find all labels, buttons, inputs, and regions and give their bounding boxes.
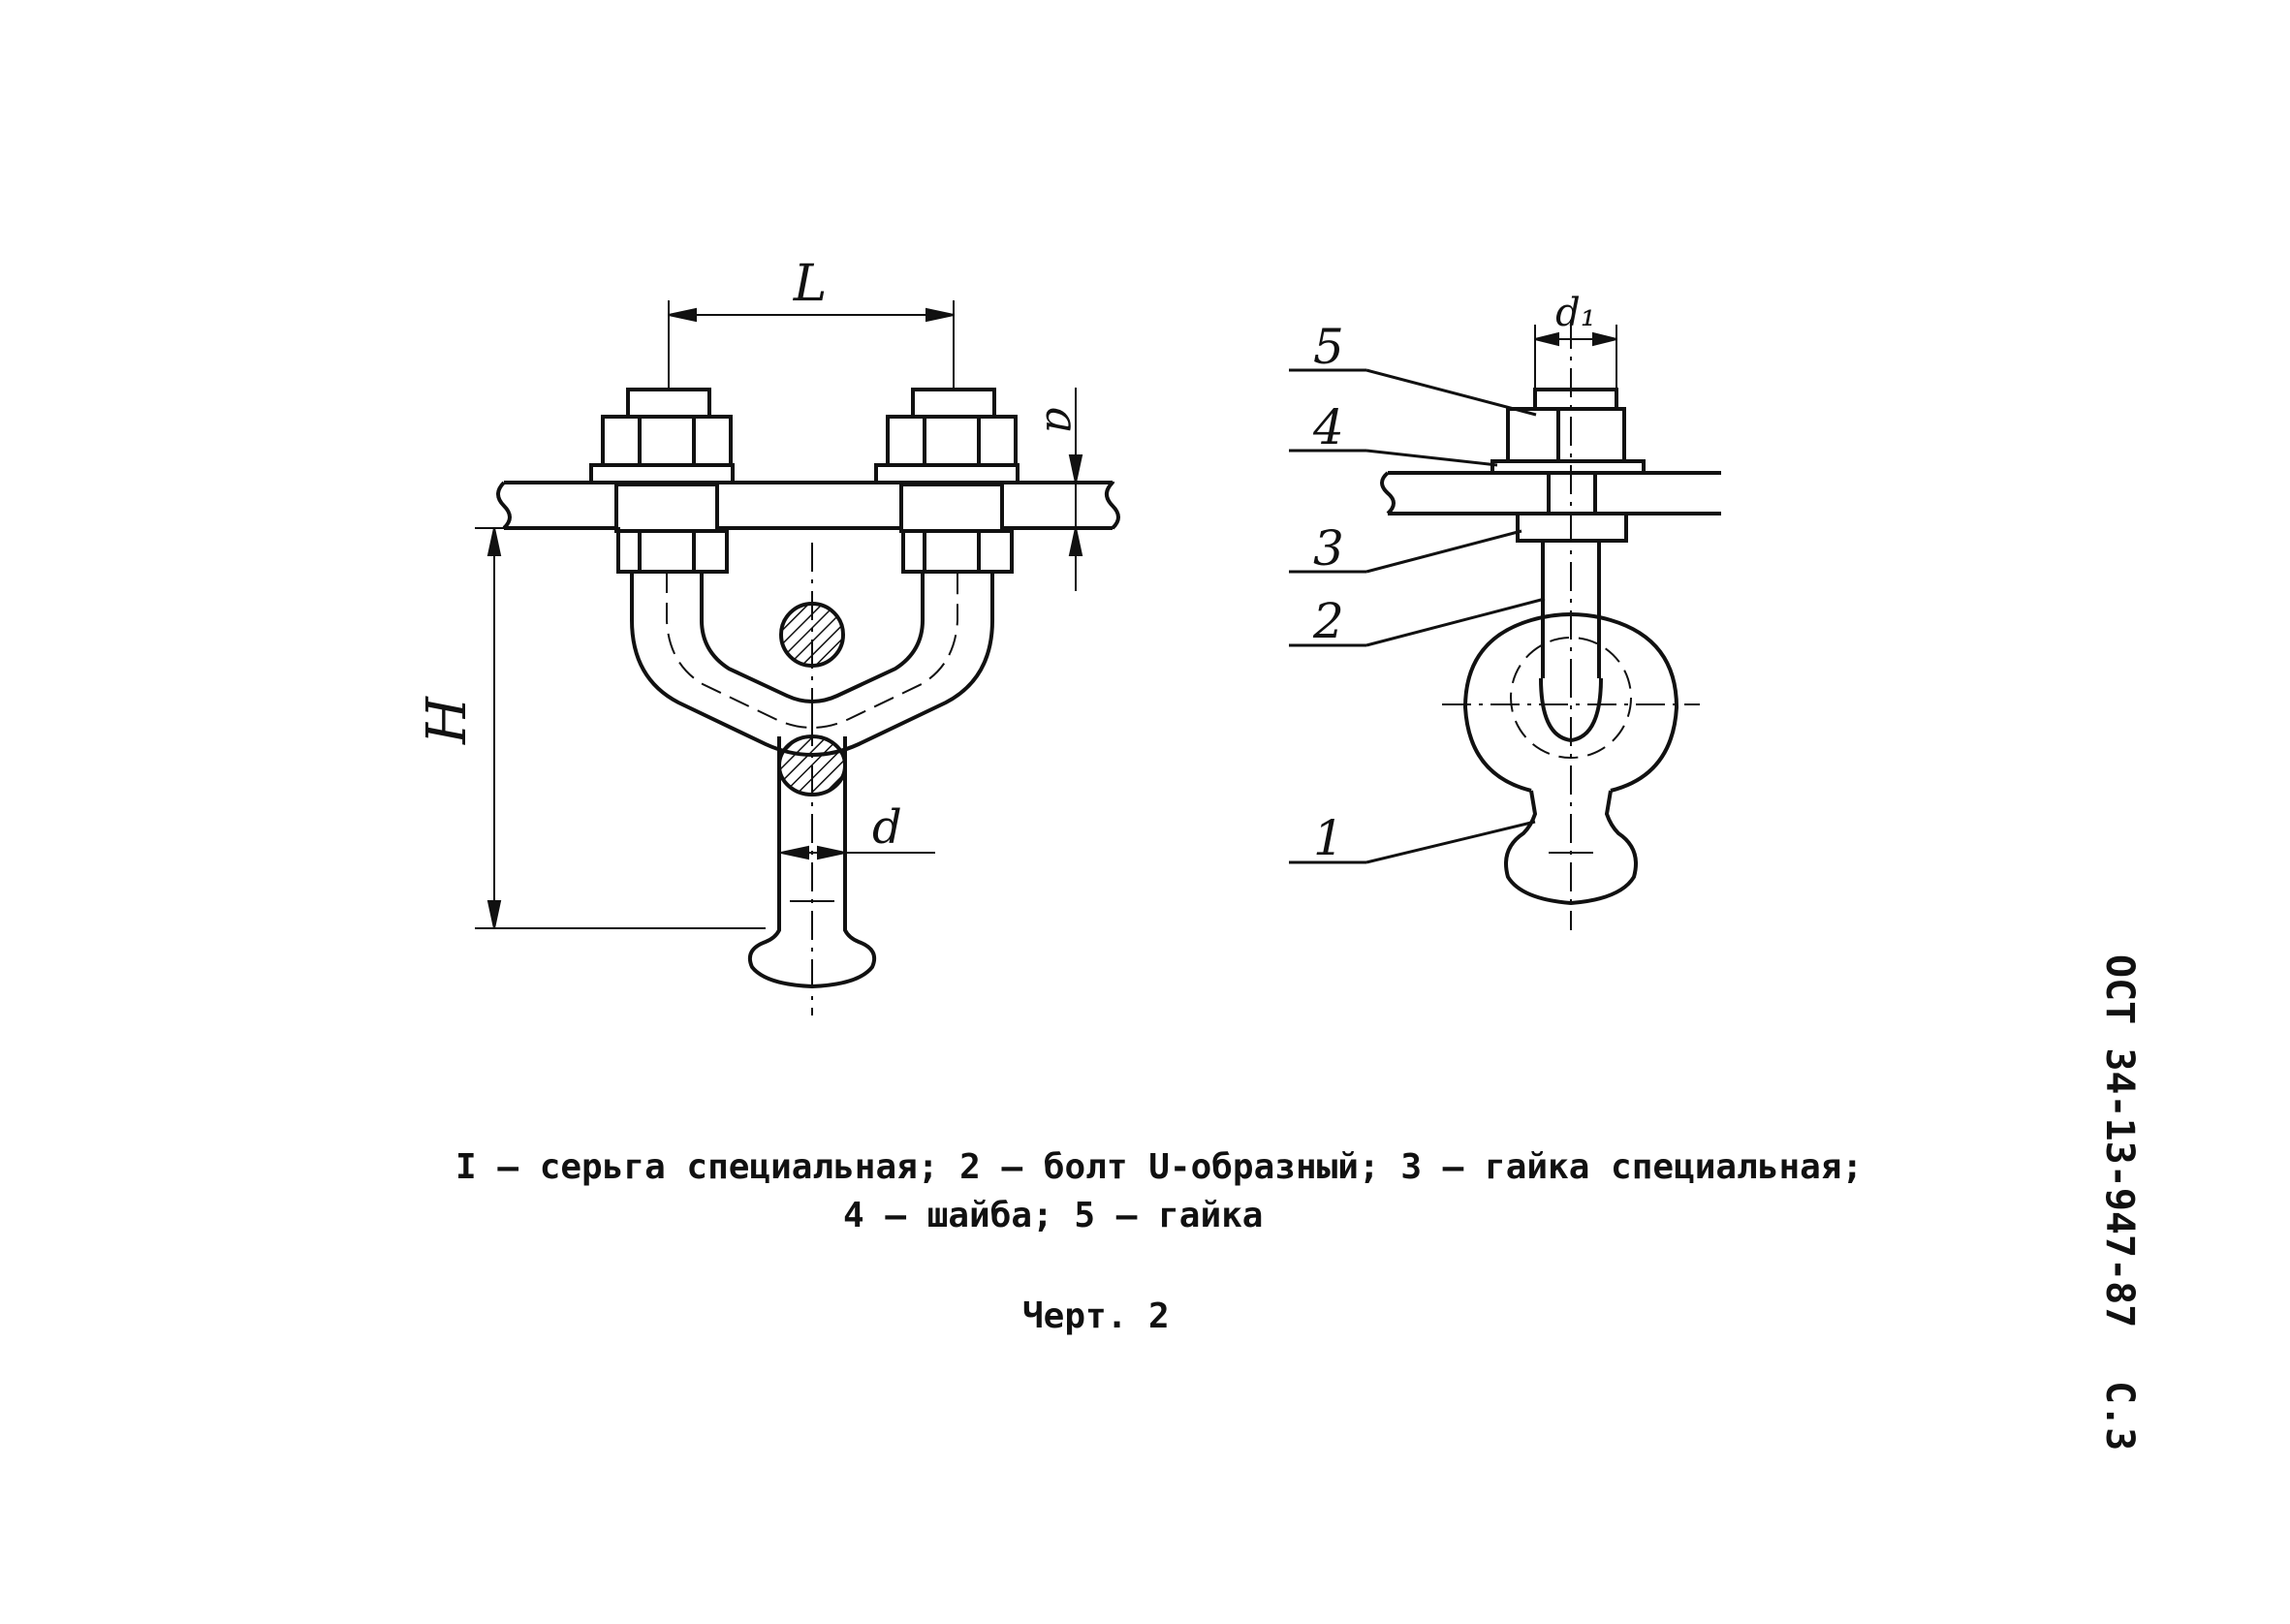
label-L: L	[793, 255, 828, 313]
side-shackle	[1442, 612, 1700, 930]
label-d: d	[872, 800, 902, 855]
callout-5: 5	[1313, 319, 1344, 375]
shackle	[747, 717, 877, 1015]
caption-line-1: I – серьга специальная; 2 – болт U-образ…	[455, 1147, 1864, 1187]
figure-label: Черт. 2	[1022, 1296, 1170, 1336]
caption-line-2: 4 – шайба; 5 – гайка	[843, 1196, 1264, 1235]
side-plate	[1380, 471, 1721, 515]
leader-lines	[1289, 368, 1546, 864]
callout-4: 4	[1312, 399, 1344, 455]
side-view	[1289, 320, 1721, 930]
dimension-H	[475, 527, 766, 929]
label-H: H	[416, 696, 479, 745]
document-code: ОСТ 34-13-947-87	[2097, 954, 2142, 1328]
right-nut-stack	[874, 388, 1020, 574]
label-a: a	[1036, 407, 1088, 433]
front-view	[475, 300, 1120, 1015]
page-number: С.3	[2097, 1381, 2142, 1452]
left-nut-stack	[589, 388, 735, 574]
dimension-a	[1056, 388, 1114, 591]
dimension-L	[668, 300, 955, 388]
dimension-d1	[1534, 325, 1617, 390]
callout-3: 3	[1313, 520, 1344, 577]
side-nut-stack	[1490, 388, 1646, 543]
dimension-d	[780, 845, 935, 860]
label-d1: d₁	[1555, 291, 1596, 335]
side-bolt-shank	[1541, 320, 1601, 678]
callout-2: 2	[1312, 593, 1344, 649]
callout-1: 1	[1313, 810, 1344, 866]
beam-plate	[496, 481, 1120, 530]
